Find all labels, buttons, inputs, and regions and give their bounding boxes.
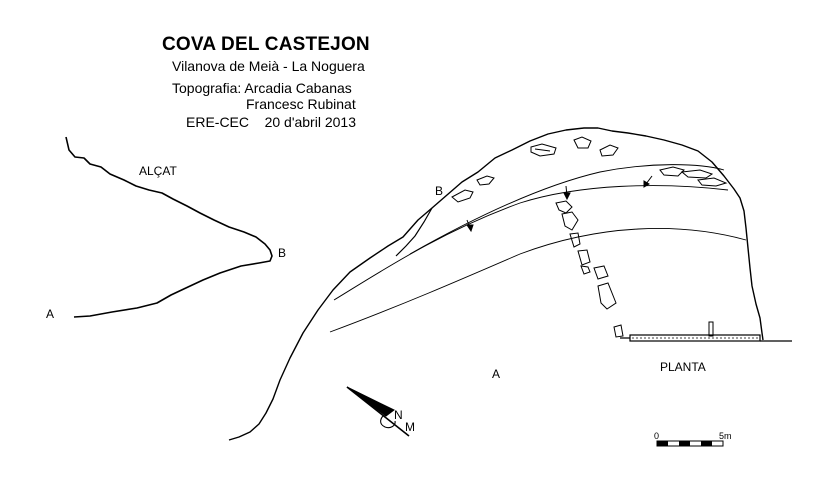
block bbox=[593, 265, 609, 280]
slope-arrows bbox=[466, 175, 653, 233]
planta-inner-wall bbox=[395, 207, 433, 257]
label-alcat-a: A bbox=[46, 307, 55, 321]
block bbox=[476, 175, 495, 186]
label-planta: PLANTA bbox=[660, 360, 706, 374]
gallery-line-1 bbox=[409, 164, 725, 255]
slope-arrow-icon bbox=[643, 180, 650, 188]
label-alcat: ALÇAT bbox=[139, 164, 177, 178]
slope-arrow-icon bbox=[563, 192, 571, 201]
block bbox=[599, 144, 619, 157]
block bbox=[659, 166, 685, 177]
block bbox=[530, 143, 557, 157]
north-arrow bbox=[346, 386, 410, 437]
block bbox=[697, 177, 728, 187]
credit-surveyors: Topografia: Arcadia Cabanas bbox=[172, 80, 352, 96]
north-arrow-m: M bbox=[405, 420, 415, 434]
north-arrow-icon bbox=[346, 386, 395, 417]
alcat-profile-line bbox=[65, 136, 273, 318]
blocks bbox=[451, 136, 728, 338]
block bbox=[573, 136, 592, 149]
block bbox=[451, 189, 474, 203]
wall-base bbox=[620, 321, 792, 342]
label-planta-a: A bbox=[492, 367, 501, 381]
scale-end-label: 5m bbox=[719, 431, 732, 441]
north-arrow-icon bbox=[380, 413, 396, 429]
survey-location: Vilanova de Meià - La Noguera bbox=[172, 58, 365, 74]
label-planta-b: B bbox=[435, 184, 444, 198]
label-alcat-b: B bbox=[278, 246, 287, 260]
block bbox=[555, 200, 573, 214]
block bbox=[569, 232, 581, 248]
north-arrow-icon bbox=[346, 386, 410, 437]
gallery-line-2 bbox=[333, 185, 729, 301]
block bbox=[680, 169, 714, 179]
slope-arrow-icon bbox=[466, 224, 474, 233]
gallery-line-3 bbox=[329, 228, 747, 333]
credit-surveyor-2: Francesc Rubinat bbox=[246, 96, 356, 112]
block bbox=[613, 324, 624, 338]
block bbox=[534, 148, 551, 152]
survey-title: COVA DEL CASTEJON bbox=[162, 34, 370, 55]
planta-outer-wall bbox=[228, 127, 764, 441]
block bbox=[577, 249, 591, 266]
credit-club-date: ERE-CEC 20 d'abril 2013 bbox=[186, 114, 356, 130]
scale-bar bbox=[656, 440, 724, 447]
block bbox=[597, 282, 617, 310]
block bbox=[561, 211, 579, 231]
block bbox=[580, 265, 591, 275]
scale-start-label: 0 bbox=[654, 431, 660, 441]
north-arrow-n: N bbox=[394, 408, 403, 422]
